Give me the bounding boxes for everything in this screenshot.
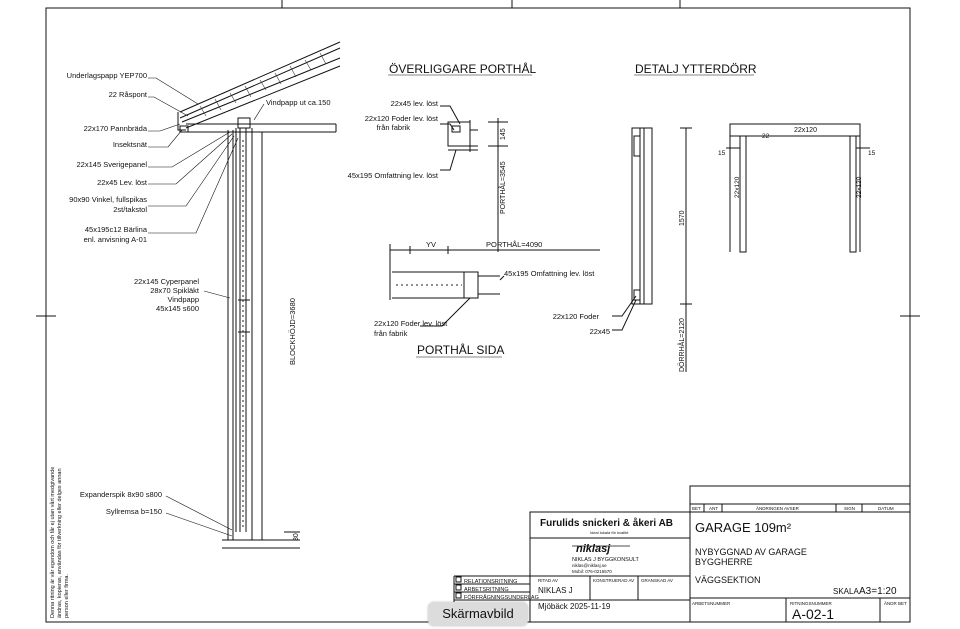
type-item: RELATIONSRITNING [464,579,517,585]
blockhojd-label: BLOCKHÖJD=3680 [288,298,297,365]
lintel-label: från fabrik [377,123,411,132]
scale-label: SKALA [833,587,859,596]
wall-label: 22x145 Cyperpanel [134,277,199,286]
drawing-line3: VÄGGSEKTION [695,575,761,585]
wall-label: 45x145 s600 [156,304,199,313]
consultant-mobile: Mobil: 076-0215570 [572,569,612,574]
wall-label-group: Underlagspapp YEP700 22 Råspont 22x170 P… [67,71,200,516]
rev-header: DATUM [878,506,894,511]
side-fran-label: från fabrik [374,329,408,338]
place-date: Mjöbäck 2025-11-19 [538,602,611,611]
lintel-detail [440,105,508,252]
consultant-name: NIKLAS J BYGGKONSULT [572,557,639,563]
wall-label: 22x45 Lev. löst [97,178,148,187]
door-left-label: 22x120 [734,176,741,198]
note-line: Denna ritning är vår egendom och får ej … [49,467,56,618]
drawing-type-list: RELATIONSRITNING ARBETSRITNING FÖRFRÅGNI… [464,579,539,601]
title-door-detail: DETALJ YTTERDÖRR [635,62,757,76]
type-boxes [455,576,462,599]
ritad-av-label: RITAD AV [538,578,558,583]
wall-leaders [148,77,265,537]
wall-section [222,128,300,549]
consultant-logo: niklasj [576,543,611,555]
note-line: ändras, kopieras, användas för tillverkn… [57,468,63,618]
ritad-av: NIKLAS J [538,586,573,595]
granskad-label: GRANSKAD AV [641,578,673,583]
title-block-frame [453,485,911,623]
lintel-label: 45x195 Omfattning lev. löst [348,171,439,180]
drawing-number: A-02-1 [792,606,834,622]
porthal-width-label: PORTHÅL=4090 [486,240,542,249]
roof-section [177,41,341,133]
screenshot-toast[interactable]: Skärmavbild [428,602,528,626]
lintel-label: 22x120 Foder lev. löst [365,114,439,123]
arbetsnummer-label: ARBETSNUMMER [692,601,731,606]
wall-label: 2st/takstol [113,205,147,214]
consultant-email: niklas@niklasj.se [572,563,607,568]
door-foder-label: 22x120 Foder [553,312,600,321]
wall-label: 22x145 Sverigepanel [77,160,148,169]
wall-label: Expanderspik 8x90 s800 [80,490,162,499]
door-section [612,127,692,372]
door-elevation [726,123,870,253]
wall-label: Insektsnät [113,140,148,149]
vindpapp-label: Vindpapp ut ca.150 [266,98,331,107]
company-name: Furulids snickeri & åkeri AB [540,517,673,529]
dim-1570-label: 1570 [679,210,686,226]
door-15b-label: 15 [868,150,876,157]
side-detail [389,244,600,327]
wall-label: 90x90 Vinkel, fullspikas [69,195,147,204]
wall-label: 45x195c12 Bärlina [85,225,148,234]
side-omfattning-label: 45x195 Omfattning lev. löst [504,269,595,278]
drawing-title: GARAGE 109m² [695,520,792,535]
wall-label: 28x70 Spikläkt [150,286,200,295]
wall-label: Vindpapp [167,295,199,304]
wall-label: enl. anvisning A-01 [84,235,147,244]
revision-headers: BET ANT ÄNDRINGEN AVSER SIGN DATUM [692,505,894,511]
door-22-label: 22 [762,133,770,140]
porthal-height-label: PORTHÅL=3545 [498,161,507,214]
title-lintel: ÖVERLIGGARE PORTHÅL [389,61,536,76]
wall-label: 22 Råspont [109,90,148,99]
side-foder-label: 22x120 Foder lev. löst [374,319,448,328]
wall-label: 22x170 Pannbräda [84,124,148,133]
andr-bet-label: ÄNDR BET [884,600,907,606]
title-side: PORTHÅL SIDA [417,342,504,357]
door-2245-label: 22x45 [590,327,610,336]
type-item: ARBETSRITNING [464,587,509,593]
scale-value: A3=1:20 [859,586,897,597]
wall-label: Underlagspapp YEP700 [67,71,147,80]
door-15a-label: 15 [718,150,726,157]
dorrhal-label: DÖRRHÅL=2120 [677,318,686,372]
company-sub: Ideal lokala för kvalité [590,530,629,535]
type-item: FÖRFRÅGNINGSUNDERLAG [464,594,539,601]
rev-header: ANT [709,506,718,511]
door-top-label: 22x120 [794,127,817,134]
rev-header: BET [692,506,701,511]
konstruerad-label: KONSTRUERAD AV [593,578,634,583]
registration-marks [36,0,920,326]
copyright-note: Denna ritning är vår egendom och får ej … [49,467,70,618]
note-line: person eller firma. [64,574,70,618]
dim-30-label: 30 [293,533,300,541]
rev-header: ÄNDRINGEN AVSER [756,505,800,511]
lintel-label: 22x45 lev. löst [391,99,439,108]
rev-header: SIGN [844,506,855,511]
lintel-label-group: 22x45 lev. löst 22x120 Foder lev. löst f… [348,99,439,180]
roof-hatch [199,52,327,117]
drawing-line2: BYGGHERRE [695,557,753,567]
door-right-label: 22x120 [856,176,863,198]
dim-145-label: 145 [500,128,507,140]
yv-label: YV [426,240,436,249]
wall-label: Syllremsa b=150 [106,507,162,516]
drawing-line1: NYBYGGNAD AV GARAGE [695,547,807,557]
ritningsnummer-label: RITNINGSNUMMER [790,601,832,606]
